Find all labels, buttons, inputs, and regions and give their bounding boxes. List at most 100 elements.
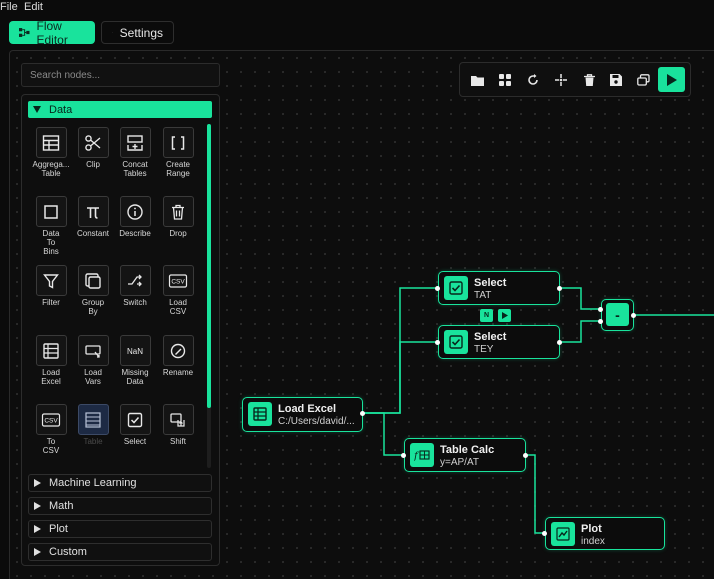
category-data[interactable]: Data (28, 101, 212, 118)
node-table-calc[interactable]: f Table Calc y=AP/AT (404, 438, 526, 472)
tile-load-csv[interactable]: CSV Load CSV (156, 265, 200, 316)
tile-label: Filter (42, 298, 60, 307)
open-button[interactable] (468, 71, 486, 89)
input-handle[interactable] (542, 531, 547, 536)
output-handle[interactable] (360, 411, 365, 416)
funnel-icon (43, 273, 59, 289)
center-button[interactable] (552, 71, 570, 89)
caret-right-icon (34, 502, 41, 510)
tile-switch[interactable]: Switch (113, 265, 157, 307)
tile-missing-data[interactable]: NaN Missing Data (113, 335, 157, 386)
tile-label: Describe (119, 229, 151, 238)
node-select-tat[interactable]: Select TAT (438, 271, 560, 305)
minus-icon: - (606, 303, 629, 326)
reset-button[interactable] (524, 71, 542, 89)
node-title: Select (474, 331, 507, 343)
tile-label: Create Range (165, 160, 190, 178)
scissors-icon (85, 134, 101, 151)
node-run-button[interactable] (498, 309, 511, 322)
delete-button[interactable] (580, 71, 598, 89)
input-handle[interactable] (435, 286, 440, 291)
csv-export-icon: CSV (41, 412, 61, 427)
chart-icon (551, 522, 575, 546)
node-plot[interactable]: Plot index (545, 517, 665, 550)
tile-label: Shift (169, 437, 186, 446)
node-subtitle: TAT (474, 290, 492, 301)
tile-clip[interactable]: Clip (71, 127, 115, 169)
tile-label: Clip (86, 160, 100, 169)
output-handle[interactable] (631, 313, 636, 318)
tile-aggregate-table[interactable]: Aggrega... Table (29, 127, 73, 178)
tile-label: Data To Bins (42, 229, 60, 256)
tile-filter[interactable]: Filter (29, 265, 73, 307)
layout-button[interactable] (496, 71, 514, 89)
node-subtitle: y=AP/AT (440, 457, 479, 468)
node-load-excel[interactable]: Load Excel C:/Users/david/... (242, 397, 363, 432)
tile-to-csv[interactable]: CSV To CSV (29, 404, 73, 455)
tile-describe[interactable]: Describe (113, 196, 157, 238)
menu-edit[interactable]: Edit (24, 1, 43, 13)
tab-settings-label: Settings (119, 25, 163, 40)
table-icon (42, 134, 60, 151)
tile-load-vars[interactable]: Load Vars (71, 335, 115, 386)
tile-label: Drop (169, 229, 187, 238)
tile-create-range[interactable]: Create Range (156, 127, 200, 178)
node-subtitle: C:/Users/david/... (278, 416, 355, 427)
svg-text:CSV: CSV (171, 278, 185, 285)
tab-flow-editor-label: Flow Editor (36, 18, 68, 47)
switch-icon (128, 274, 142, 286)
tile-table[interactable]: Table (71, 404, 115, 446)
tile-label: Switch (123, 298, 147, 307)
tile-select[interactable]: Select (113, 404, 157, 446)
tile-rename[interactable]: Rename (156, 335, 200, 377)
node-subtract[interactable]: - (601, 299, 634, 331)
category-math[interactable]: Math (28, 497, 212, 515)
play-icon (666, 73, 677, 86)
gear-icon (112, 32, 113, 33)
tile-concat-tables[interactable]: Concat Tables (113, 127, 157, 178)
run-button[interactable] (658, 67, 685, 92)
palette-scrollbar[interactable] (207, 124, 211, 408)
tile-label: Load Vars (84, 368, 102, 386)
tile-label: Load Excel (41, 368, 61, 386)
category-custom[interactable]: Custom (28, 543, 212, 561)
input-handle-a[interactable] (598, 307, 603, 312)
tile-drop[interactable]: Drop (156, 196, 200, 238)
caret-right-icon (34, 548, 41, 556)
canvas-toolbar (459, 62, 691, 97)
input-handle[interactable] (401, 453, 406, 458)
tile-shift[interactable]: Shift (156, 404, 200, 446)
refresh-icon (528, 74, 538, 85)
tile-data-to-bins[interactable]: Data To Bins (29, 196, 73, 256)
category-plot[interactable]: Plot (28, 520, 212, 538)
svg-text:NaN: NaN (127, 347, 143, 356)
info-icon (127, 203, 143, 220)
tab-settings[interactable]: Settings (101, 21, 174, 44)
node-subtitle: index (581, 536, 605, 547)
node-select-tey[interactable]: Select TEY (438, 325, 560, 359)
tile-label: Rename (162, 368, 194, 377)
table-view-icon (85, 411, 101, 428)
duplicate-button[interactable] (634, 71, 652, 89)
trash-icon (172, 204, 184, 220)
tile-load-excel[interactable]: Load Excel (29, 335, 73, 386)
tile-constant[interactable]: Constant (71, 196, 115, 238)
concat-icon (127, 134, 143, 151)
brackets-icon (171, 135, 185, 150)
tile-label: Missing Data (121, 368, 149, 386)
node-search-input[interactable]: Search nodes... (21, 63, 220, 87)
output-handle[interactable] (557, 286, 562, 291)
save-button[interactable] (607, 71, 625, 89)
spreadsheet-icon (43, 342, 59, 359)
node-toggle-button[interactable]: N (480, 309, 493, 322)
rename-icon (170, 343, 186, 358)
tab-flow-editor[interactable]: Flow Editor (9, 18, 95, 47)
input-handle-b[interactable] (598, 319, 603, 324)
tile-group-by[interactable]: Group By (71, 265, 115, 316)
output-handle[interactable] (557, 340, 562, 345)
menu-file[interactable]: File (0, 1, 18, 13)
category-label: Custom (49, 546, 87, 558)
input-handle[interactable] (435, 340, 440, 345)
output-handle[interactable] (523, 453, 528, 458)
category-machine-learning[interactable]: Machine Learning (28, 474, 212, 492)
